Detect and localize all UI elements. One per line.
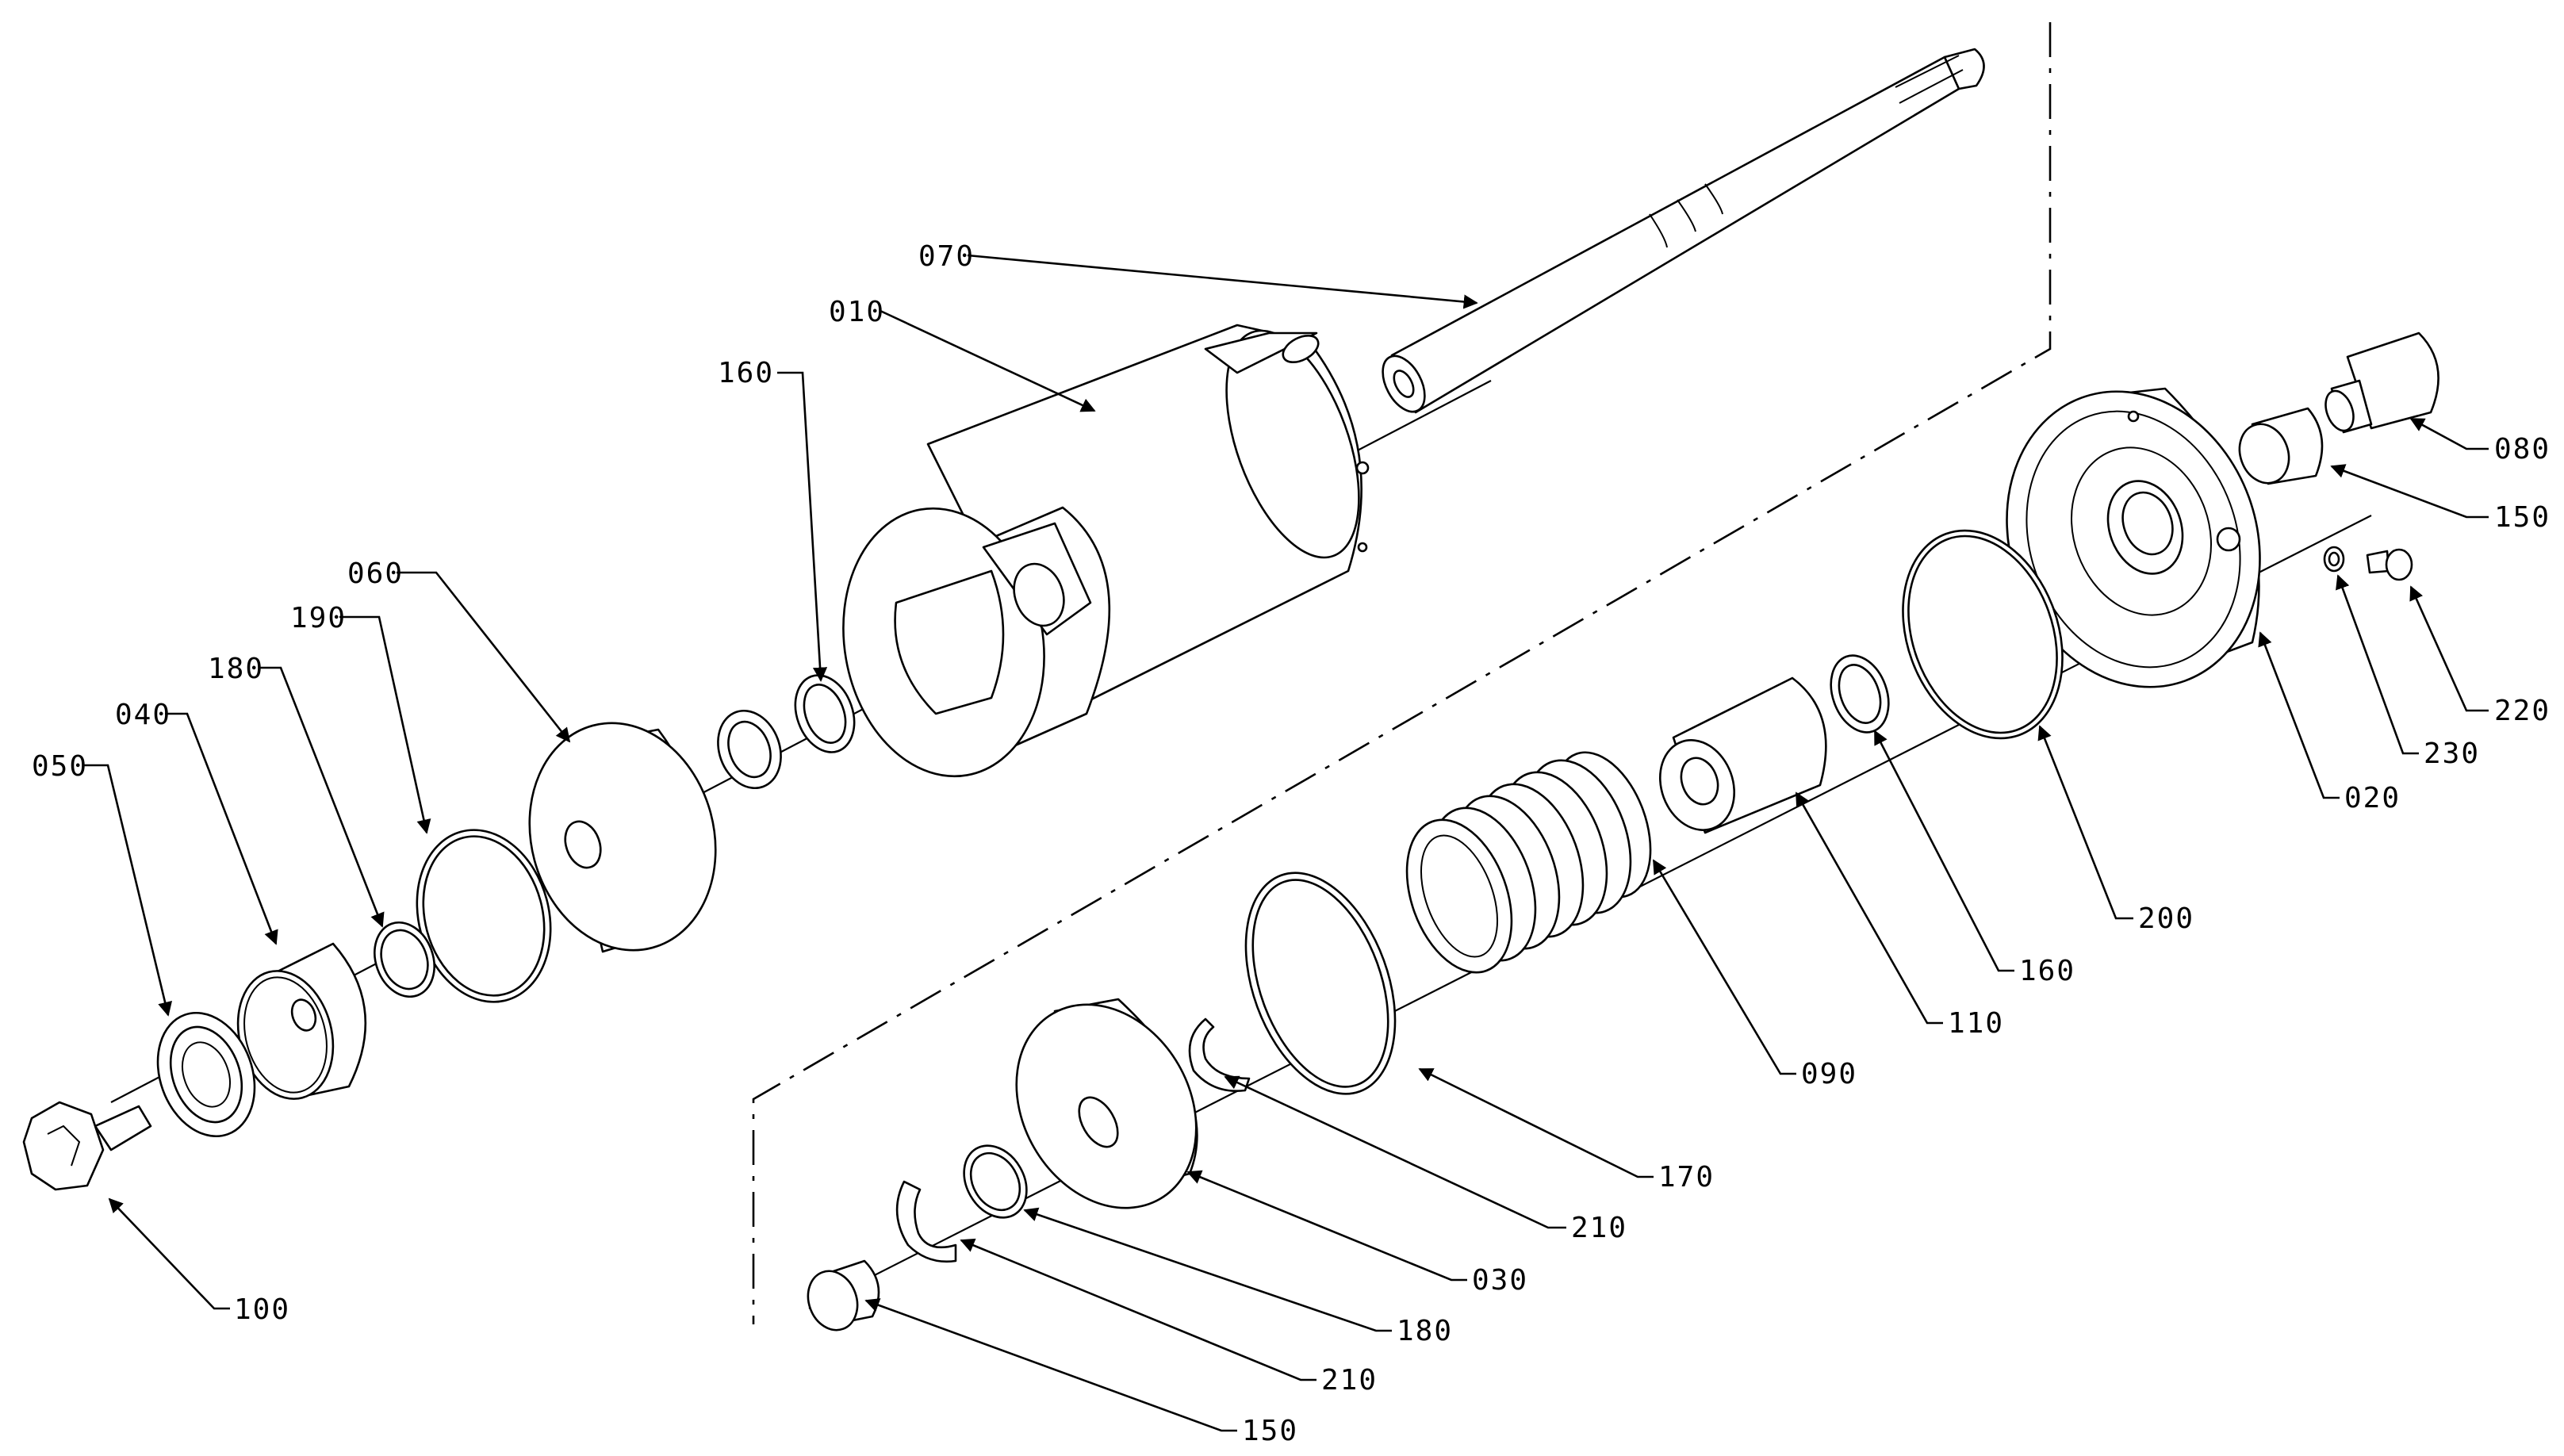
part-150-lower-bushing xyxy=(807,1259,880,1331)
part-050-cap xyxy=(156,1011,256,1138)
part-180-lower-oring xyxy=(963,1144,1028,1219)
part-070-shaft xyxy=(1382,48,1985,414)
callout-210-lower: 210 xyxy=(1321,1364,1378,1397)
callout-040: 040 xyxy=(115,699,171,731)
callout-110: 110 xyxy=(1948,1007,2004,1040)
callout-230: 230 xyxy=(2424,738,2480,770)
exploded-view-separator xyxy=(752,22,2052,1324)
callout-100: 100 xyxy=(234,1293,290,1326)
part-150-upper-bushing xyxy=(2238,407,2324,485)
callout-220: 220 xyxy=(2494,695,2551,727)
callout-070: 070 xyxy=(918,240,975,273)
part-040-seal xyxy=(236,942,367,1100)
callout-170: 170 xyxy=(1658,1161,1715,1194)
part-020-end-housing xyxy=(2006,387,2261,688)
callout-150-upper: 150 xyxy=(2494,501,2551,534)
part-190-oring xyxy=(416,829,552,1003)
part-160-upper-oring xyxy=(794,674,856,753)
part-200-oring xyxy=(1902,529,2064,740)
callout-190: 190 xyxy=(290,602,347,634)
callout-160-lower: 160 xyxy=(2019,955,2075,987)
callout-labels: 070 010 160 060 190 180 040 050 100 080 … xyxy=(32,240,2551,1447)
part-upper-washer xyxy=(717,709,782,790)
part-110-sleeve xyxy=(1658,676,1827,834)
part-160-lower-oring xyxy=(1830,654,1890,734)
callout-030: 030 xyxy=(1472,1264,1528,1297)
part-010-housing xyxy=(842,324,1370,778)
part-090-spring xyxy=(1405,751,1652,974)
callout-150-lower: 150 xyxy=(1242,1415,1298,1447)
callout-210-upper: 210 xyxy=(1571,1212,1627,1244)
callout-010: 010 xyxy=(829,296,885,328)
part-180-upper-oring xyxy=(374,921,435,998)
part-210-upper-clip xyxy=(1188,1017,1251,1092)
callout-200: 200 xyxy=(2138,902,2194,935)
leader-lines xyxy=(82,254,2489,1432)
callout-050: 050 xyxy=(32,750,88,783)
callout-160-upper: 160 xyxy=(718,357,774,389)
part-100-bolt xyxy=(22,1101,152,1191)
part-220-screw xyxy=(2366,548,2413,581)
part-080-fitting xyxy=(2324,331,2439,434)
part-060-piston xyxy=(528,722,717,953)
callout-090: 090 xyxy=(1801,1058,1857,1090)
part-210-lower-clip xyxy=(895,1180,957,1263)
callout-180-upper: 180 xyxy=(208,653,264,685)
callout-020: 020 xyxy=(2344,782,2401,814)
part-170-ring xyxy=(1244,872,1397,1095)
callout-060: 060 xyxy=(347,557,404,590)
part-230-washer xyxy=(2323,546,2345,573)
callout-080: 080 xyxy=(2494,433,2551,466)
part-030-disc xyxy=(1015,998,1198,1209)
callout-180-lower: 180 xyxy=(1397,1315,1453,1347)
